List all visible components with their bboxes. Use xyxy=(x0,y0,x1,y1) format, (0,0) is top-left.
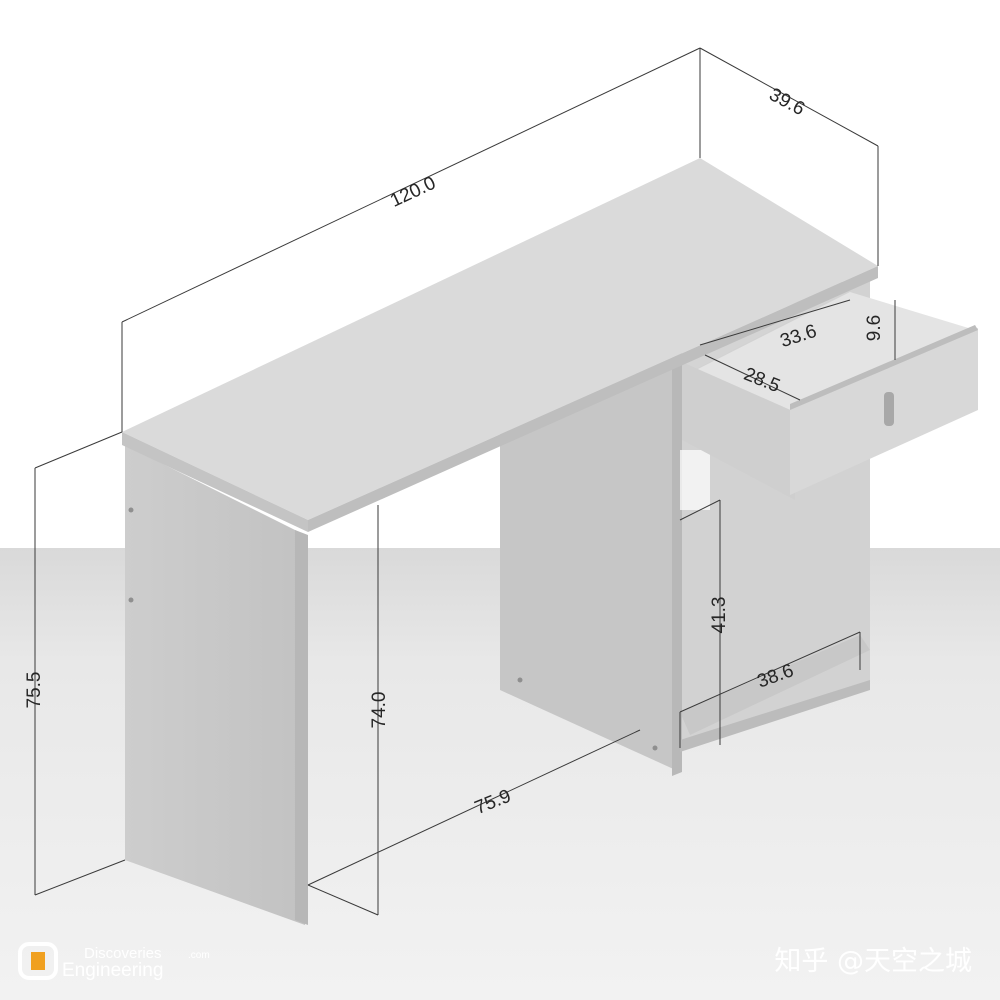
dim-label-drawer-height: 9.6 xyxy=(864,315,885,341)
pedestal-side-panel xyxy=(500,350,680,772)
pedestal-hole xyxy=(517,677,523,683)
watermark-brand-line2: Engineering xyxy=(62,960,163,981)
table-top-front-edge xyxy=(122,432,308,532)
watermark-brand-line1: Discoveries xyxy=(84,945,162,962)
logo-mark-accent xyxy=(31,952,45,970)
dim-label-top-depth: 39.6 xyxy=(766,84,809,120)
pedestal-bottom-panel xyxy=(680,680,870,752)
logo-mark-icon xyxy=(18,942,58,980)
watermark-credit: 知乎 @天空之城 xyxy=(774,946,972,977)
left-leg-panel xyxy=(125,445,305,925)
discoveries-engineering-logo xyxy=(18,942,58,980)
table-top-surface xyxy=(122,158,878,520)
dim-label-shelf-height: 41.3 xyxy=(709,597,730,634)
drawer-side-wall xyxy=(682,362,795,500)
dim-label-total-height: 75.5 xyxy=(24,672,45,709)
dim-label-top-length: 120.0 xyxy=(387,173,439,212)
pedestal-front-edge xyxy=(672,352,682,776)
left-leg-hole xyxy=(128,507,134,513)
drawer-front-top-edge xyxy=(790,325,978,410)
left-leg-hole xyxy=(128,597,134,603)
pedestal-shelf-slot xyxy=(680,450,710,510)
pedestal-open-shelf xyxy=(680,635,870,735)
pedestal-hole xyxy=(652,745,658,751)
dim-label-leg-height: 74.0 xyxy=(369,692,390,729)
drawer-handle-icon xyxy=(884,392,894,426)
dimension-lines xyxy=(34,47,896,916)
left-leg-front-edge xyxy=(295,530,308,925)
watermark-brand-com: .com xyxy=(188,950,210,961)
table-top-right-edge xyxy=(308,266,878,532)
